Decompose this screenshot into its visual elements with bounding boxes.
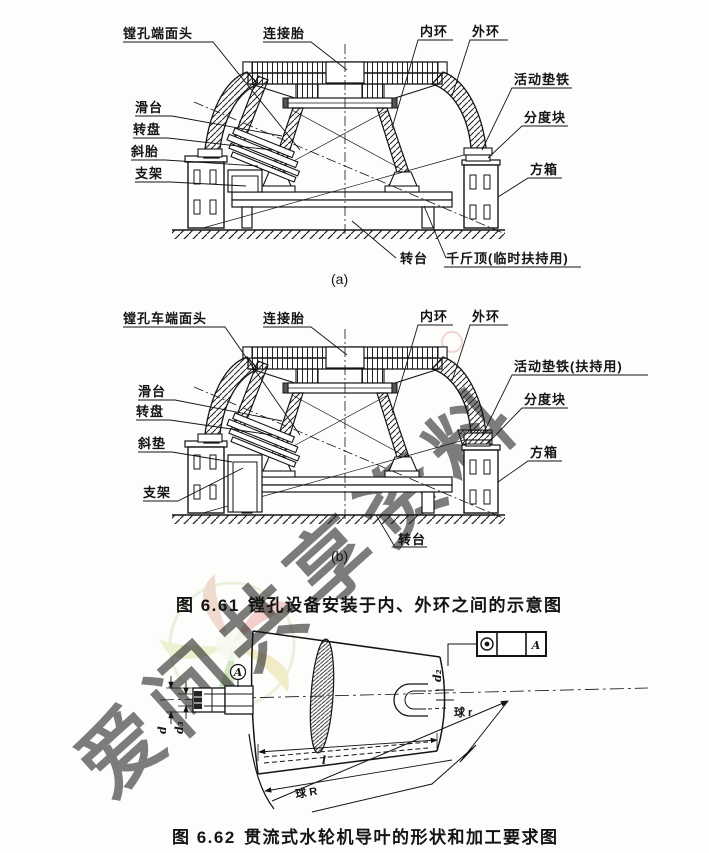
label-support-frame: 支架 [134,166,163,181]
label-rotary-disc: 转盘 [133,122,161,137]
movable-shim-wedge [457,429,493,445]
label-indexing-block: 分度块 [524,110,566,125]
support-frame-a [227,169,263,193]
label-connecting-fixture: 连接胎 [263,26,305,41]
caption-number: 图 6.62 [172,828,236,847]
label-movable-shim: 活动垫铁(扶持用) [514,359,623,374]
diagram-b: 镗孔车端面头 连接胎 内环 外环 活动垫铁(扶持用) 分度块 方箱 滑台 转盘 … [122,309,648,564]
dim-d: d [156,726,169,734]
label-support-frame: 支架 [142,485,171,500]
red-seal-mark [441,331,463,353]
sphere-R-arc [248,733,275,810]
label-rotary-table: 转台 [398,532,426,547]
dim-sphere-R: 球 R [294,784,318,801]
support-frame-b [227,454,263,513]
dim-sphere-r: 球 r [454,705,473,719]
dim-d2: d₂ [431,669,444,682]
label-inclined-fixture: 斜胎 [130,144,159,159]
labels-b: 镗孔车端面头 连接胎 内环 外环 活动垫铁(扶持用) 分度块 方箱 滑台 转盘 … [122,309,623,564]
sublabel-a: (a) [331,271,348,287]
concentricity-icon [480,637,494,651]
dim-l: l [322,754,326,767]
label-jack: 千斤顶(临时扶持用) [446,251,569,266]
diagram-a: 镗孔端面头 连接胎 内环 外环 活动垫铁 分度块 方箱 滑台 转盘 斜胎 支架 … [122,24,581,287]
label-slide-table: 滑台 [138,384,166,399]
caption-6-61: 图 6.61 镗孔设备安装于内、外环之间的示意图 [176,595,563,615]
vane-body [248,630,446,810]
machine-drawing-b [171,328,506,525]
dimensions: d d₃ d₂ 球 r l 球 R [156,669,473,801]
machine-drawing-a [171,43,506,240]
label-boring-head: 镗孔车端面头 [122,311,207,326]
dim-d3: d₃ [173,721,186,734]
label-square-box: 方箱 [530,445,558,460]
airfoil-section [309,638,335,754]
tolerance-frame: A [447,631,547,666]
figure-6-61: 镗孔端面头 连接胎 内环 外环 活动垫铁 分度块 方箱 滑台 转盘 斜胎 支架 … [122,24,648,615]
leader-lines-b [123,324,648,548]
label-connecting-fixture: 连接胎 [263,311,305,326]
label-inner-ring: 内环 [420,309,448,324]
label-rotary-disc: 转盘 [136,404,164,419]
caption-title: 镗孔设备安装于内、外环之间的示意图 [248,595,563,615]
label-rotary-table: 转台 [400,251,428,266]
caption-6-62: 图 6.62 贯流式水轮机导叶的形状和加工要求图 [172,827,559,847]
frame-datum-letter: A [531,639,541,652]
datum-balloon: A [229,663,247,687]
label-slide-table: 滑台 [135,100,163,115]
datum-letter: A [233,666,243,679]
caption-number: 图 6.61 [176,596,240,615]
sublabel-b: (b) [331,548,348,564]
label-inclined-pad: 斜垫 [137,436,166,451]
label-square-box: 方箱 [530,162,558,177]
figure-6-62: A A d [156,630,649,847]
leader-lines-a [123,39,581,268]
label-movable-shim: 活动垫铁 [514,72,570,87]
caption-title: 贯流式水轮机导叶的形状和加工要求图 [244,827,559,847]
label-indexing-block: 分度块 [524,392,566,407]
shaft [166,685,254,715]
label-boring-head: 镗孔端面头 [122,26,193,41]
label-inner-ring: 内环 [420,24,448,39]
label-outer-ring: 外环 [471,24,500,39]
label-outer-ring: 外环 [471,309,500,324]
labels-a: 镗孔端面头 连接胎 内环 外环 活动垫铁 分度块 方箱 滑台 转盘 斜胎 支架 … [122,24,570,287]
